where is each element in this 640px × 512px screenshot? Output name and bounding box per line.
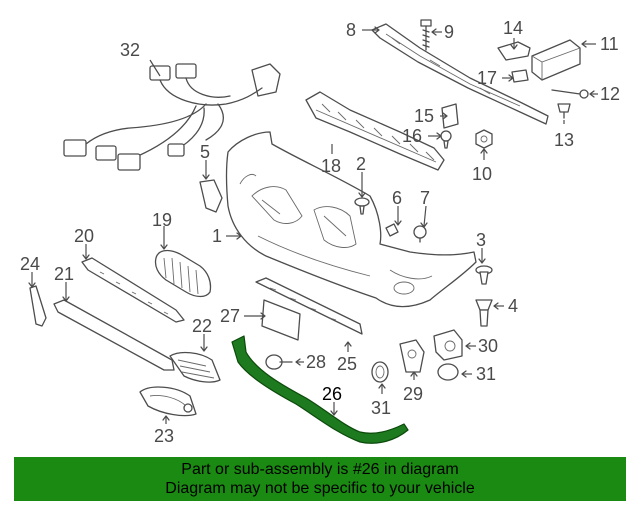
callout-13: 13: [554, 130, 574, 150]
callout-14: 14: [503, 18, 523, 38]
part-8-reinforcement-bar[interactable]: [371, 23, 549, 125]
part-4-rivet[interactable]: [475, 299, 493, 327]
callout-22: 22: [192, 316, 212, 336]
leader-arrowheads: [28, 26, 595, 421]
part-22-side-grille[interactable]: [169, 351, 221, 383]
part-19-kidney-grille[interactable]: [154, 249, 212, 298]
part-28-clip[interactable]: [265, 354, 293, 370]
part-27-license-plate-bracket[interactable]: [261, 299, 301, 341]
callout-11: 11: [600, 34, 619, 54]
callout-10: 10: [472, 164, 492, 184]
part-14-bracket[interactable]: [497, 41, 531, 61]
callout-30: 30: [478, 336, 498, 356]
callout-labels: 8 9 14 11 17 12 13 15 16 10 18 2 6 7 5 3…: [20, 18, 620, 446]
part-25-air-deflector[interactable]: [255, 277, 363, 335]
part-3-push-clip[interactable]: [475, 265, 493, 285]
part-31-grommet-b[interactable]: [437, 363, 459, 381]
part-26-lower-trim-highlighted[interactable]: [231, 335, 409, 444]
part-24-bracket[interactable]: [29, 285, 47, 327]
part-12-screw[interactable]: [551, 89, 589, 99]
callout-7: 7: [420, 188, 430, 208]
callout-26-highlighted: 26: [322, 384, 342, 404]
part-15-bracket[interactable]: [441, 103, 459, 129]
callout-19: 19: [152, 210, 172, 230]
callout-21: 21: [54, 264, 74, 284]
part-18-energy-absorber[interactable]: [305, 91, 445, 171]
callout-9: 9: [444, 22, 454, 42]
banner-line-1: Part or sub-assembly is #26 in diagram: [181, 461, 459, 478]
callout-29: 29: [403, 384, 423, 404]
part-32-wiring-harness[interactable]: [63, 63, 281, 171]
part-30-sensor[interactable]: [433, 329, 463, 361]
part-16-clip[interactable]: [440, 130, 452, 149]
callout-3: 3: [476, 230, 486, 250]
callout-1: 1: [212, 226, 222, 246]
callout-18: 18: [321, 156, 341, 176]
callout-25: 25: [337, 354, 357, 374]
callout-2: 2: [356, 154, 366, 174]
callout-24: 24: [20, 254, 40, 274]
part-5-bracket[interactable]: [199, 179, 223, 213]
part-17-clip[interactable]: [511, 69, 529, 83]
callout-5: 5: [200, 142, 210, 162]
callout-32: 32: [120, 40, 140, 60]
part-9-bolt[interactable]: [420, 19, 432, 51]
leader-lines: [31, 29, 598, 424]
part-31-grommet-a[interactable]: [371, 361, 389, 383]
callout-6: 6: [392, 188, 402, 208]
part-11-mount[interactable]: [531, 39, 581, 81]
callout-4: 4: [508, 296, 518, 316]
callout-8: 8: [346, 20, 356, 40]
callout-31-right: 31: [476, 364, 496, 384]
callout-12: 12: [600, 84, 620, 104]
part-6-retainer[interactable]: [385, 223, 399, 237]
callout-27: 27: [220, 306, 240, 326]
part-13-cap[interactable]: [557, 103, 571, 119]
part-2-clip[interactable]: [354, 197, 370, 215]
banner-line-2: Diagram may not be specific to your vehi…: [165, 480, 475, 497]
part-10-nut[interactable]: [475, 129, 493, 149]
callout-17: 17: [477, 68, 497, 88]
part-7-fastener[interactable]: [413, 225, 427, 243]
part-21-lower-grille[interactable]: [53, 299, 175, 371]
exploded-parts-diagram: 8 9 14 11 17 12 13 15 16 10 18 2 6 7 5 3…: [20, 18, 620, 446]
callout-23: 23: [154, 426, 174, 446]
callout-31-left: 31: [371, 398, 391, 418]
part-23-fog-light-trim[interactable]: [139, 386, 197, 417]
callout-16: 16: [402, 126, 422, 146]
callout-15: 15: [414, 106, 434, 126]
part-29-sensor[interactable]: [399, 339, 425, 373]
callout-20: 20: [74, 226, 94, 246]
info-banner: Part or sub-assembly is #26 in diagram D…: [14, 457, 626, 501]
part-20-grille[interactable]: [81, 257, 185, 323]
callout-28: 28: [306, 352, 326, 372]
part-1-bumper-cover[interactable]: [225, 131, 477, 308]
